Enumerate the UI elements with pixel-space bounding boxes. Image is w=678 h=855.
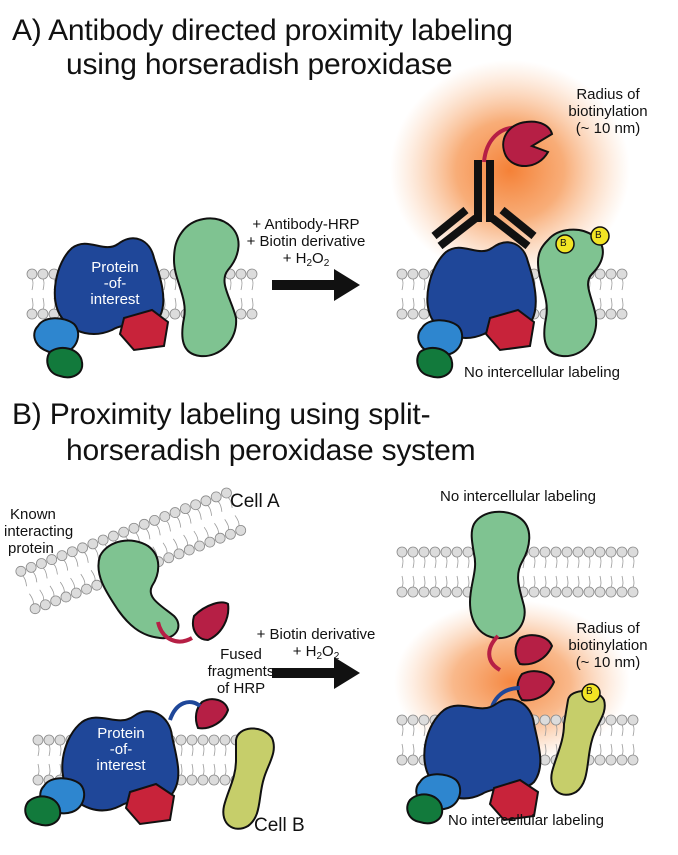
biotin-b-label-a1: B — [560, 238, 567, 249]
hrp-fragment-2 — [194, 698, 230, 730]
hrp-fragment-1 — [192, 601, 230, 642]
h2o2-sub2: 2 — [323, 258, 330, 269]
red-protein — [118, 308, 170, 352]
olive-protein — [550, 690, 606, 796]
panel-a-title-line1: A) Antibody directed proximity labeling — [12, 14, 513, 47]
protein-label-line2: -of- — [109, 741, 133, 758]
reagent-biotin-derivative: + Biotin derivative — [256, 626, 376, 643]
radius-line3: (~ 10 nm) — [575, 120, 641, 137]
cell-b-label: Cell B — [254, 815, 305, 836]
no-labeling-b-top: No intercellular labeling — [440, 488, 596, 505]
h2o2-sub2: 2 — [333, 651, 340, 662]
reagent-biotin-derivative: + Biotin derivative — [246, 233, 366, 250]
green-protein — [172, 217, 240, 358]
protein-label-line3: interest — [90, 291, 140, 308]
protein-label-line1: Protein — [97, 725, 145, 742]
radius-label-b: Radius of biotinylation (~ 10 nm) — [548, 620, 668, 671]
reagents-a: + Antibody-HRP + Biotin derivative + H2O… — [236, 216, 376, 272]
biotin-b-label-a2: B — [595, 230, 602, 241]
reaction-arrow-b — [272, 657, 360, 689]
protein-group-a-right — [416, 228, 604, 379]
panel-a-title-line2: using horseradish peroxidase — [66, 48, 453, 81]
biotin-markers-a — [555, 226, 610, 254]
reagent-antibody-hrp: + Antibody-HRP — [252, 216, 360, 233]
h2o2-sub1: 2 — [316, 651, 323, 662]
panel-b-title-line2: horseradish peroxidase system — [66, 434, 476, 467]
dark-green-protein — [46, 346, 84, 379]
known-line3: protein — [8, 540, 54, 557]
h2o2-h: + H — [292, 643, 317, 660]
known-protein-label: Known interacting protein — [4, 506, 73, 557]
known-interacting-protein — [97, 539, 180, 640]
fused-line3: of HRP — [216, 680, 266, 697]
protein-group-b-right — [406, 510, 606, 825]
panel-b-title-line1: B) Proximity labeling using split- — [12, 398, 431, 431]
known-line2: interacting — [4, 523, 74, 540]
h2o2-o: O — [312, 250, 324, 267]
h2o2-h: + H — [282, 250, 307, 267]
olive-protein — [222, 727, 275, 830]
radius-label-a: Radius of biotinylation (~ 10 nm) — [548, 86, 668, 137]
protein-group-a-left — [33, 217, 240, 379]
protein-group-b-left — [24, 539, 275, 830]
known-line1: Known — [10, 506, 56, 523]
hrp-enzyme — [502, 120, 554, 167]
dark-green-protein — [406, 793, 444, 825]
biotin-markers-b — [581, 683, 601, 703]
fused-line1: Fused — [220, 646, 262, 663]
reagents-b: + Biotin derivative + H2O2 — [246, 626, 386, 665]
dark-green-protein — [24, 795, 62, 827]
red-protein — [484, 308, 536, 352]
protein-label-line2: -of- — [103, 275, 127, 292]
reagent-h2o2: + H2O2 — [236, 250, 376, 272]
antibody-hrp — [431, 120, 554, 250]
reaction-arrow-a — [272, 269, 360, 301]
radius-line2: biotinylation — [568, 103, 648, 120]
protein-of-interest-label-b: Protein -of- interest — [76, 726, 166, 774]
protein-label-line3: interest — [96, 757, 146, 774]
known-interacting-protein — [468, 510, 531, 640]
radius-line3: (~ 10 nm) — [575, 654, 641, 671]
h2o2-o: O — [322, 643, 334, 660]
dark-green-protein — [416, 346, 454, 379]
radius-line1: Radius of — [576, 620, 640, 637]
no-labeling-a: No intercellular labeling — [464, 364, 620, 381]
no-labeling-b-bottom: No intercellular labeling — [448, 812, 604, 829]
biotin-b-label-b: B — [586, 686, 593, 697]
cell-a-label: Cell A — [230, 491, 280, 512]
h2o2-sub1: 2 — [306, 258, 313, 269]
protein-label-line1: Protein — [91, 259, 139, 276]
radius-line2: biotinylation — [568, 637, 648, 654]
fused-fragments-label: Fused fragments of HRP — [196, 646, 286, 697]
red-protein — [124, 782, 176, 826]
reagent-h2o2: + H2O2 — [246, 643, 386, 665]
hrp-fragment-1 — [514, 634, 554, 666]
red-protein — [488, 778, 540, 822]
light-blue-protein — [417, 319, 464, 357]
radius-line1: Radius of — [576, 86, 640, 103]
protein-of-interest-label-a: Protein -of- interest — [70, 260, 160, 308]
fused-line2: fragments — [207, 663, 275, 680]
